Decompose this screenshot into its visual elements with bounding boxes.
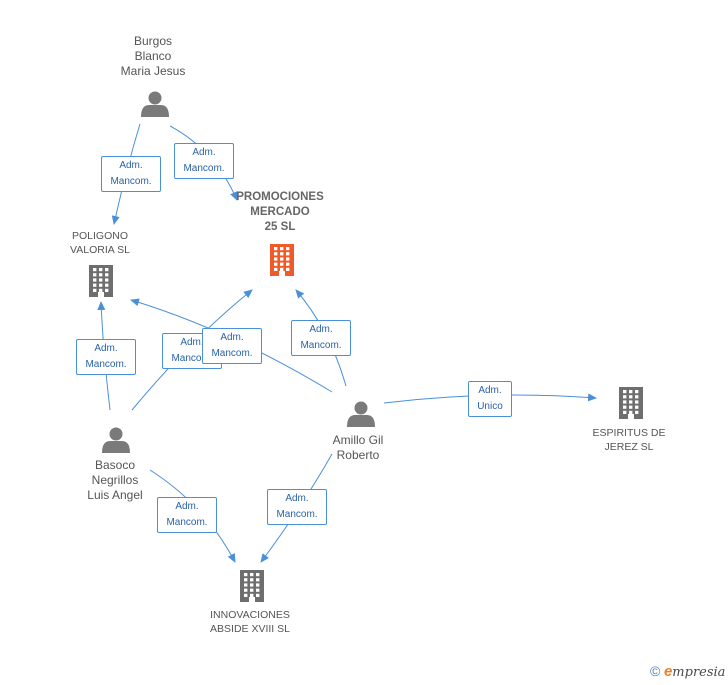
node-amillo-label[interactable]: Amillo Gil Roberto (332, 433, 384, 462)
building-icon-promociones[interactable] (270, 244, 294, 276)
node-burgos-label[interactable]: Burgos Blanco Maria Jesus (120, 34, 186, 78)
edge-label-amillo-innovaciones[interactable]: Adm. Mancom. (267, 489, 327, 525)
copyright-symbol: © (650, 663, 661, 679)
node-innovaciones-label[interactable]: INNOVACIONES ABSIDE XVIII SL (210, 609, 290, 635)
person-icon-amillo[interactable] (347, 401, 375, 428)
empresia-footer[interactable]: © empresia (650, 663, 725, 680)
edge-label-basoco-poligono[interactable]: Adm. Mancom. (76, 339, 136, 375)
building-icon-innovaciones[interactable] (240, 570, 264, 602)
edge-label-amillo-poligono[interactable]: Adm. Mancom. (202, 328, 262, 364)
node-poligono-label[interactable]: POLIGONO VALORIA SL (70, 230, 130, 256)
edge-label-amillo-espiritus[interactable]: Adm. Unico (468, 381, 512, 417)
edge-label-burgos-poligono[interactable]: Adm. Mancom. (101, 156, 161, 192)
empresia-logo-text: mpresia (672, 665, 726, 680)
building-icon-espiritus[interactable] (619, 387, 643, 419)
node-espiritus-label[interactable]: ESPIRITUS DE JEREZ SL (592, 427, 666, 453)
node-icons (89, 91, 643, 602)
edge-label-basoco-innovaciones[interactable]: Adm. Mancom. (157, 497, 217, 533)
edge-label-amillo-promociones[interactable]: Adm. Mancom. (291, 320, 351, 356)
empresia-logo-initial: e (663, 663, 673, 680)
edge-label-burgos-promociones[interactable]: Adm. Mancom. (174, 143, 234, 179)
person-icon-basoco[interactable] (102, 427, 130, 454)
person-icon-burgos[interactable] (141, 91, 169, 118)
node-promociones-label[interactable]: PROMOCIONES MERCADO 25 SL (236, 191, 324, 233)
building-icon-poligono[interactable] (89, 265, 113, 297)
node-basoco-label[interactable]: Basoco Negrillos Luis Angel (87, 458, 143, 502)
